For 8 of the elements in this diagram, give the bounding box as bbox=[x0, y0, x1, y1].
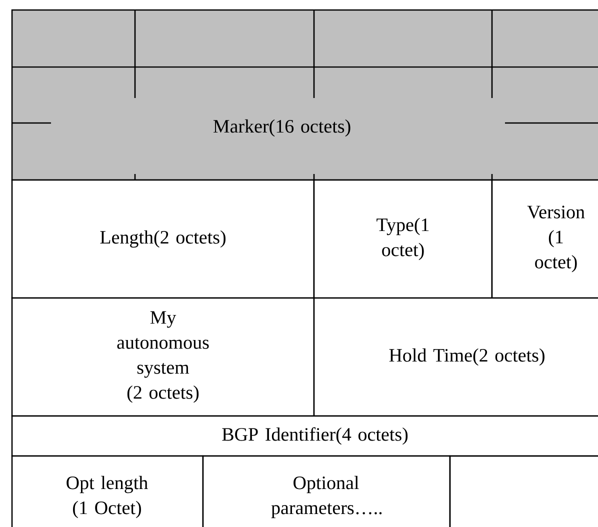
table-cell: Type(1 octet) bbox=[313, 179, 493, 299]
table-cell: Length(2 octets) bbox=[11, 179, 315, 299]
table-cell: BGP Identifier(4 octets) bbox=[11, 415, 598, 457]
table-cell: Version (1 octet) bbox=[491, 179, 598, 299]
table-cell: My autonomous system (2 octets) bbox=[11, 297, 315, 417]
table-cell: Optional parameters….. bbox=[202, 455, 451, 527]
table-cell: Marker(16 octets) bbox=[11, 9, 598, 181]
table-cell: Opt length (1 Octet) bbox=[11, 455, 204, 527]
